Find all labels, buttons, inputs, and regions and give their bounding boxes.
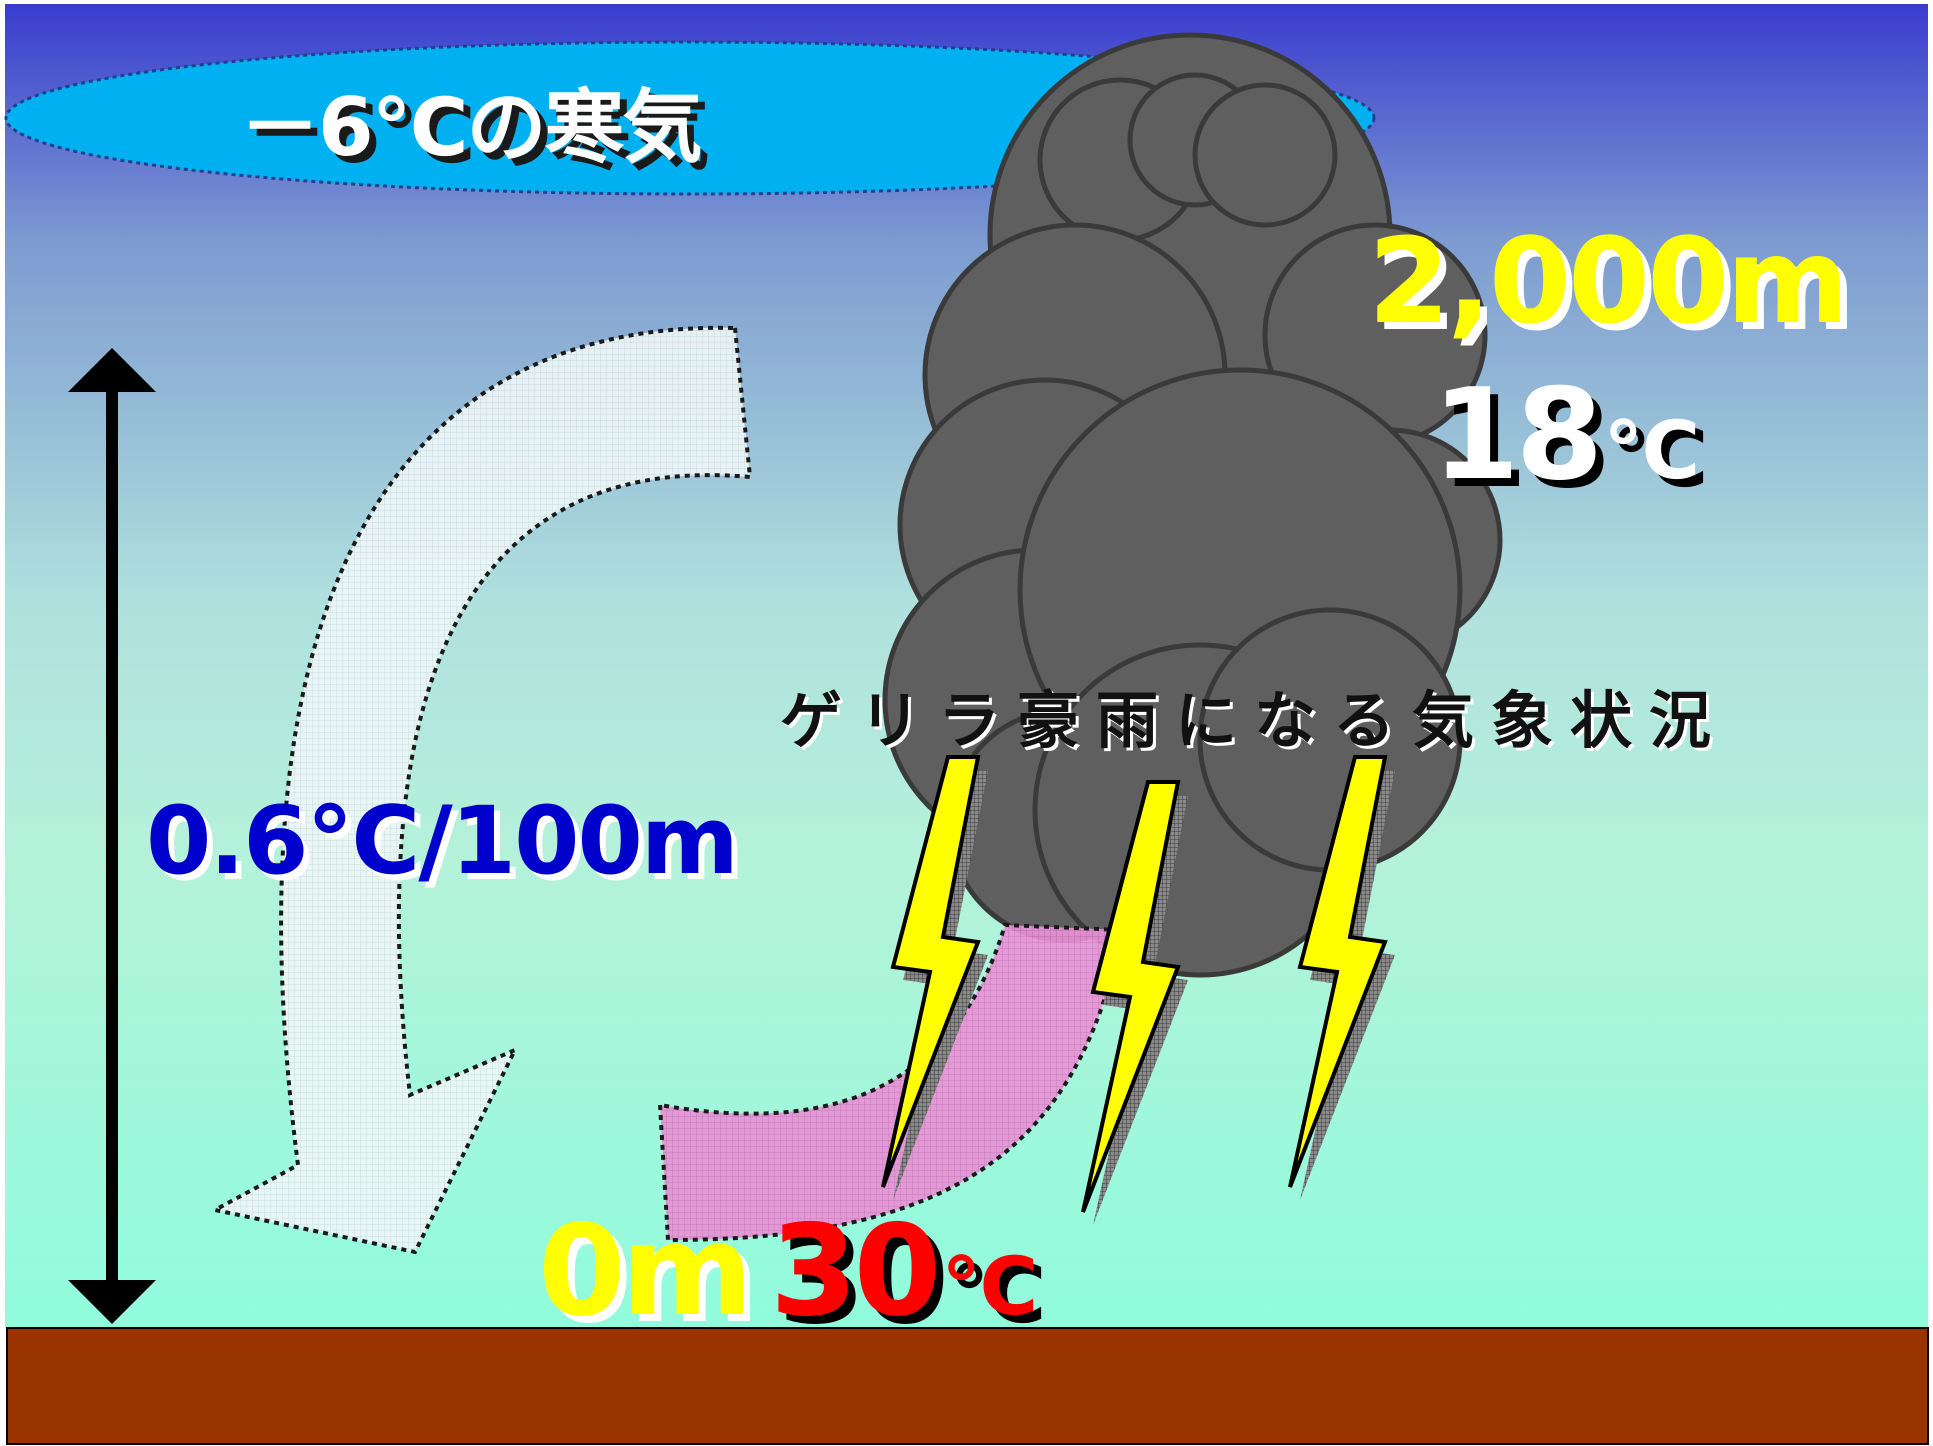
diagram-title: ゲリラ豪雨になる気象状況: [780, 684, 1729, 757]
cool-flow-arrow: [209, 325, 753, 1255]
top-altitude-label: 2,000m: [1368, 212, 1849, 350]
top-temperature-unit: ℃: [1603, 404, 1701, 497]
top-temperature-value: 18: [1432, 361, 1603, 508]
lapse-rate-label: 0.6℃/100m: [146, 787, 739, 896]
altitude-double-arrow: [68, 348, 156, 1324]
thundercloud: [882, 32, 1503, 978]
ground-altitude-label: 0m: [538, 1197, 753, 1344]
cold-air-label: －6℃の寒気: [240, 81, 703, 174]
ground-temperature-unit: ℃: [941, 1240, 1039, 1333]
ground-temperature-value: 30: [770, 1197, 941, 1344]
ground: [6, 1327, 1929, 1445]
ground-temperature-label: 30℃: [770, 1208, 1038, 1334]
top-temperature-label: 18℃: [1432, 372, 1700, 498]
